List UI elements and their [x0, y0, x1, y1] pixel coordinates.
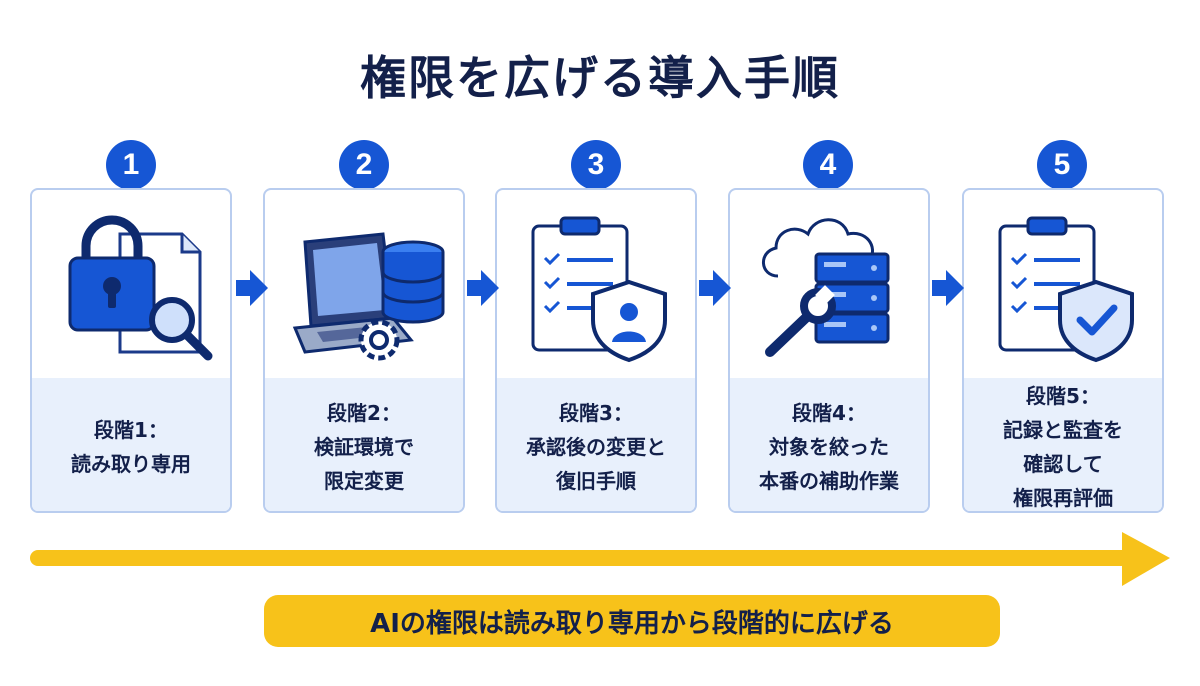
step-2-card: 段階2： 検証環境で 限定変更: [263, 188, 465, 513]
step-2-label-line2: 検証環境で: [314, 434, 414, 459]
step-5-label-line1: 段階5：: [1026, 383, 1100, 408]
step-4-card: 段階4： 対象を絞った 本番の補助作業: [728, 188, 930, 513]
step-4-label-line2: 対象を絞った: [769, 434, 889, 459]
lock-document-magnifier-icon: [32, 190, 230, 378]
step-1-label-line2: 読み取り専用: [71, 451, 191, 476]
summary-banner: AIの権限は読み取り専用から段階的に広げる: [264, 595, 1000, 647]
arrow-right-icon: [467, 270, 499, 306]
step-5-number: 5: [1037, 140, 1087, 190]
progress-arrow: [30, 532, 1170, 586]
step-3-label-line1: 段階3：: [559, 400, 633, 425]
step-1-card: 段階1： 読み取り専用: [30, 188, 232, 513]
step-2-label: 段階2： 検証環境で 限定変更: [265, 378, 463, 511]
step-5-card: 段階5： 記録と監査を 確認して 権限再評価: [962, 188, 1164, 513]
step-4-label: 段階4： 対象を絞った 本番の補助作業: [730, 378, 928, 511]
step-3-label: 段階3： 承認後の変更と 復旧手順: [497, 378, 695, 511]
arrow-right-icon: [932, 270, 964, 306]
cloud-server-wrench-icon: [730, 190, 928, 378]
step-4-number: 4: [803, 140, 853, 190]
step-1-label-line1: 段階1：: [94, 417, 168, 442]
clipboard-shield-user-icon: [497, 190, 695, 378]
step-4-label-line1: 段階4：: [792, 400, 866, 425]
step-4-label-line3: 本番の補助作業: [759, 468, 899, 493]
step-1-label: 段階1： 読み取り専用: [32, 378, 230, 511]
step-5-label: 段階5： 記録と監査を 確認して 権限再評価: [964, 378, 1162, 511]
step-2-label-line1: 段階2：: [327, 400, 401, 425]
step-2-label-line3: 限定変更: [324, 468, 404, 493]
step-3-label-line3: 復旧手順: [556, 468, 636, 493]
arrow-right-icon: [699, 270, 731, 306]
page-title: 権限を広げる導入手順: [360, 51, 840, 105]
step-3-label-line2: 承認後の変更と: [526, 434, 666, 459]
laptop-database-gear-icon: [265, 190, 463, 378]
step-5-label-line3: 確認して: [1023, 451, 1103, 476]
step-1-number: 1: [106, 140, 156, 190]
step-2-number: 2: [339, 140, 389, 190]
arrow-right-icon: [236, 270, 268, 306]
step-5-label-line4: 権限再評価: [1013, 485, 1113, 510]
clipboard-shield-check-icon: [964, 190, 1162, 378]
step-3-number: 3: [571, 140, 621, 190]
step-5-label-line2: 記録と監査を: [1003, 417, 1123, 442]
step-3-card: 段階3： 承認後の変更と 復旧手順: [495, 188, 697, 513]
